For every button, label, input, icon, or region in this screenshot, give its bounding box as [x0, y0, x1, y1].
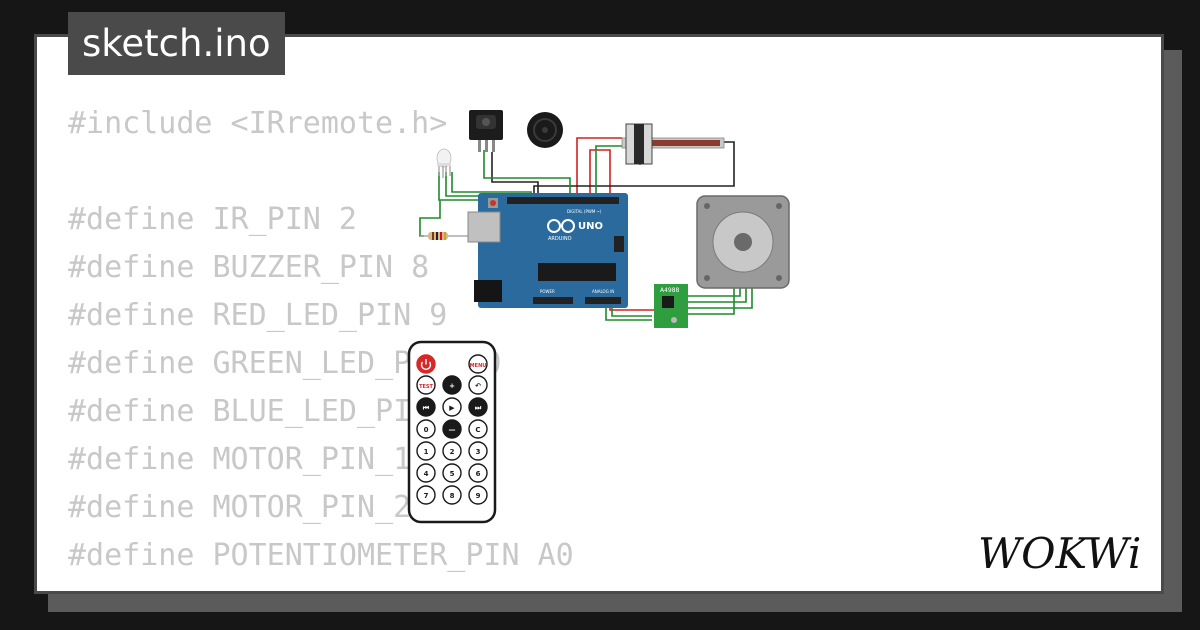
remote-button-5[interactable] [442, 463, 462, 483]
code-line: #define RED_LED_PIN 9 [68, 298, 448, 333]
remote-button-test[interactable] [416, 375, 436, 395]
file-tab[interactable]: sketch.ino [68, 12, 285, 75]
remote-button-3[interactable] [468, 441, 488, 461]
remote-button-minus[interactable] [442, 419, 462, 439]
remote-button-6[interactable] [468, 463, 488, 483]
remote-button-back[interactable] [468, 375, 488, 395]
remote-button-label: 6 [476, 470, 481, 478]
remote-button-1[interactable] [416, 441, 436, 461]
code-card [34, 34, 1164, 594]
remote-button-2[interactable] [442, 441, 462, 461]
wokwi-logo[interactable]: WOKWi [976, 528, 1154, 578]
rgb-led[interactable] [436, 148, 452, 178]
code-preview: #include <IRremote.h> #define IR_PIN 2 #de… [68, 100, 574, 580]
remote-button-next[interactable] [468, 397, 488, 417]
remote-button-label: ▶ [449, 404, 455, 412]
driver-label: A4988 [660, 287, 680, 294]
remote-button-label: + [449, 382, 455, 390]
remote-button-label: ⏭ [475, 404, 482, 412]
remote-button-grid[interactable]: MENU TEST + ↶ ⏮ ▶ ⏭ 0 — C 1 2 3 4 5 6 7 8 9 [416, 354, 488, 505]
remote-button-label: 3 [476, 448, 481, 456]
code-line: #define IR_PIN 2 [68, 202, 357, 237]
arduino-uno-board[interactable]: UNO ARDUINO DIGITAL (PWM ~) POWER ANALOG… [467, 193, 628, 308]
remote-button-label: 4 [424, 470, 429, 478]
header-power-label: POWER [540, 289, 555, 294]
ir-remote[interactable]: MENU TEST + ↶ ⏮ ▶ ⏭ 0 — C 1 2 3 4 5 6 7 8 9 [407, 340, 497, 524]
remote-button-play[interactable] [442, 397, 462, 417]
a4988-driver[interactable]: A4988 [654, 284, 688, 328]
remote-button-plus[interactable] [442, 375, 462, 395]
header-digital-label: DIGITAL (PWM ~) [567, 209, 602, 214]
remote-button-prev[interactable] [416, 397, 436, 417]
remote-button-0[interactable] [416, 419, 436, 439]
remote-button-label: — [449, 426, 456, 434]
remote-button-menu[interactable] [468, 354, 488, 374]
remote-button-label: ↶ [475, 382, 481, 390]
code-line: #include <IRremote.h> [68, 106, 448, 141]
remote-button-label: 0 [424, 426, 429, 434]
potentiometer[interactable] [621, 123, 725, 165]
remote-button-7[interactable] [416, 485, 436, 505]
wokwi-logo-text: WOKWi [978, 529, 1141, 578]
power-icon [420, 359, 432, 371]
remote-button-label: TEST [419, 384, 433, 390]
remote-button-label: ⏮ [423, 404, 430, 412]
board-brand: ARDUINO [548, 236, 572, 242]
remote-button-label: MENU [470, 363, 487, 369]
remote-button-8[interactable] [442, 485, 462, 505]
remote-button-c[interactable] [468, 419, 488, 439]
remote-button-label: 2 [450, 448, 455, 456]
code-line: #define BLUE_LED_PIN 11 [68, 394, 484, 429]
code-line: #define BUZZER_PIN 8 [68, 250, 430, 285]
buzzer[interactable] [527, 112, 563, 148]
ir-receiver[interactable] [469, 110, 503, 152]
remote-button-label: 9 [476, 492, 481, 500]
remote-button-label: 7 [424, 492, 429, 500]
stepper-motor[interactable] [696, 195, 790, 289]
resistor [420, 232, 470, 240]
board-model: UNO [578, 221, 603, 232]
remote-button-label: 8 [450, 492, 455, 500]
remote-button-4[interactable] [416, 463, 436, 483]
remote-button-9[interactable] [468, 485, 488, 505]
code-line: #define MOTOR_PIN_2 [68, 490, 412, 525]
arduino-logo-icon [547, 219, 575, 233]
remote-button-label: 5 [450, 470, 455, 478]
code-line: #define MOTOR_PIN_1 [68, 442, 412, 477]
remote-button-label: C [475, 426, 480, 434]
remote-button-label: 1 [424, 448, 429, 456]
code-line: #define POTENTIOMETER_PIN A0 [68, 538, 574, 573]
header-analog-label: ANALOG IN [592, 289, 614, 294]
